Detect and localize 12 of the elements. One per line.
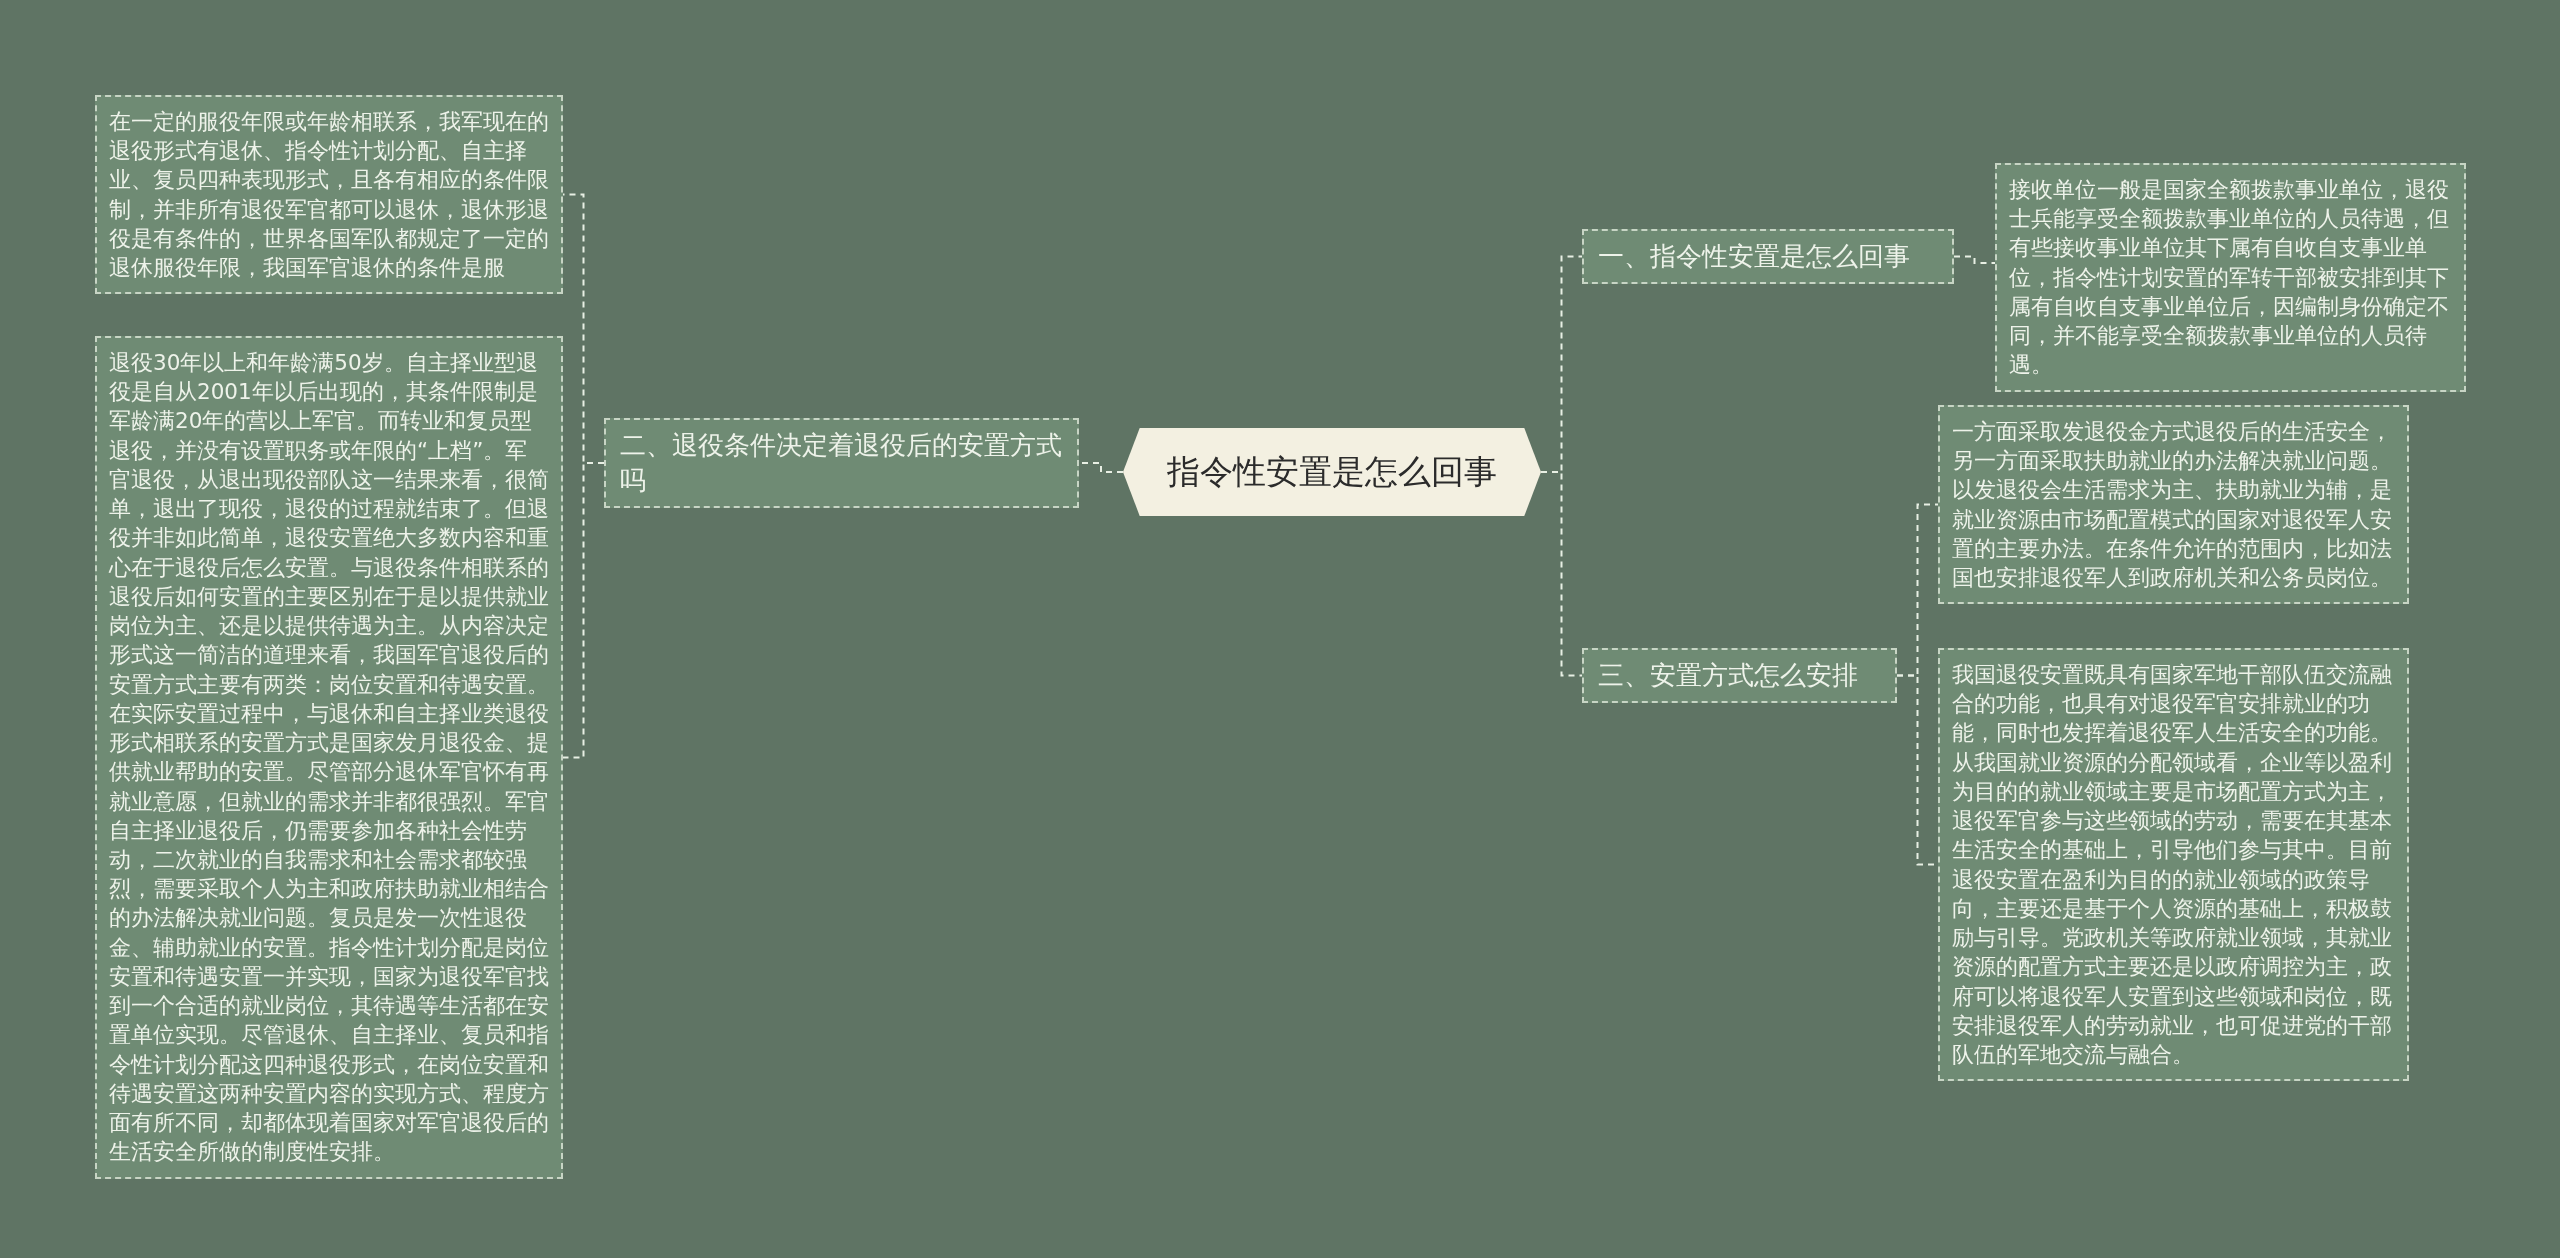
topic-box: 一、指令性安置是怎么回事 xyxy=(1582,229,1954,285)
connector-line xyxy=(1540,471,1583,677)
connector-line xyxy=(562,462,605,759)
note-box: 我国退役安置既具有国家军地干部队伍交流融合的功能，也具有对退役军官安排就业的功能，同时也发挥着退役军人生活安全的功能。从我国就业资源的分配领域看，企业等以盈利为目的的就业领域主要是市场配置方式为主，退役军官参与这些领域的劳动，需要在其基本生活安全的基础上，引导他们参与其中。目前退役安置在盈利为目的的就业领域的政策导向，主要还是基于个人资源的基础上，积极鼓励与引导。党政机关等政府就业领域，其就业资源的配置方式主要还是以政府调控为主，政府可以将退役军人安置到这些领域和岗位，既安排退役军人的劳动就业，也可促进党的干部队伍的军地交流与融合。 xyxy=(1938,648,2409,1082)
connector-line xyxy=(1953,255,1996,264)
note-box: 在一定的服役年限或年龄相联系，我军现在的退役形式有退休、指令性计划分配、自主择业、复员四种表现形式，且各有相应的条件限制，并非所有退役军官都可以退休，退休形退役是有条件的，世界各国军队都规定了一定的退休服役年限，我国军官退休的条件是服 xyxy=(95,95,563,295)
note-box: 退役30年以上和年龄满50岁。自主择业型退役是自从2001年以后出现的，其条件限制是军龄满20年的营以上军官。而转业和复员型退役，并没有设置职务或年限的“上档”。军官退役，从退出现役部队这一结果来看，很简单，退出了现役，退役的过程就结束了。但退役并非如此简单，退役安置绝大多数内容和重心在于退役后怎么安置。与退役条件相联系的退役后如何安置的主要区别在于是以提供就业岗位为主、还是以提供待遇为主。从内容决定形式这一简洁的道理来看，我国军官退役后的安置方式主要有两类：岗位安置和待遇安置。在实际安置过程中，与退休和自主择业类退役形式相联系的安置方式是国家发月退役金、提供就业帮助的安置。尽管部分退休军官怀有再就业意愿，但就业的需求并非都很强烈。军官自主择业退役后，仍需要参加各种社会性劳动，二次就业的自我需求和社会需求都较强烈，需要采取个人为主和政府扶助就业相结合的办法解决就业问题。复员是发一次性退役金、辅助就业的安置。指令性计划分配是岗位安置和待遇安置一并实现，国家为退役军官找到一个合适的就业岗位，其待遇等生活都在安置单位实现。尽管退休、自主择业、复员和指令性计划分配这四种退役形式，在岗位安置和待遇安置这两种安置内容的实现方式、程度方面有所不同，却都体现着国家对军官退役后的生活安全所做的制度性安排。 xyxy=(95,336,563,1179)
central-topic: 指令性安置是怎么回事 xyxy=(1123,428,1541,516)
topic-box: 三、安置方式怎么安排 xyxy=(1582,648,1897,704)
topic-box: 二、退役条件决定着退役后的安置方式吗 xyxy=(604,418,1079,509)
note-box: 接收单位一般是国家全额拨款事业单位，退役士兵能享受全额拨款事业单位的人员待遇，但有些接收事业单位其下属有自收自支事业单位，指令性计划安置的军转干部被安排到其下属有自收自支事业单位后，因编制身份确定不同，并不能享受全额拨款事业单位的人员待遇。 xyxy=(1995,163,2466,392)
note-box: 一方面采取发退役金方式退役后的生活安全，另一方面采取扶助就业的办法解决就业问题。以发退役会生活需求为主、扶助就业为辅，是就业资源由市场配置模式的国家对退役军人安置的主要办法。在条件允许的范围内，比如法国也安排退役军人到政府机关和公务员岗位。 xyxy=(1938,405,2409,605)
